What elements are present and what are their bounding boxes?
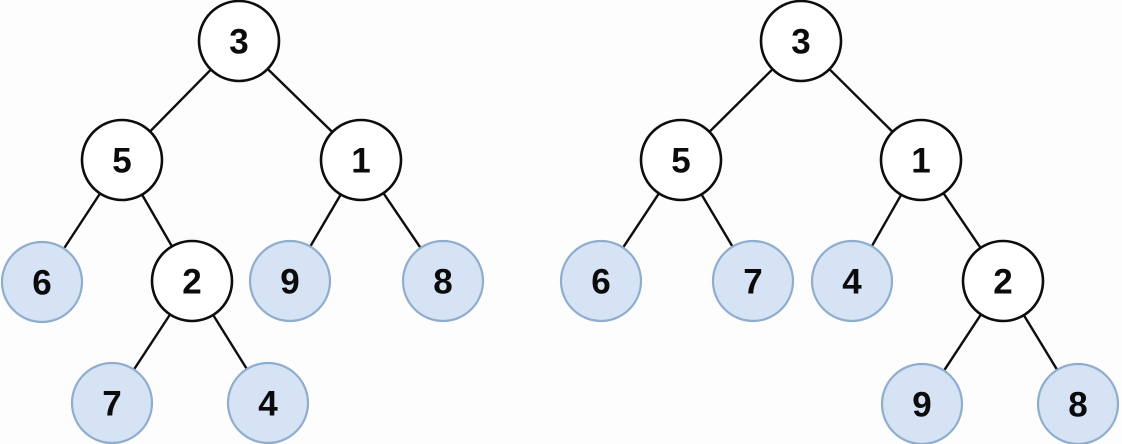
internal-node-circle[interactable]: [197, 0, 281, 83]
leaf-node-circle[interactable]: [1036, 362, 1120, 444]
tree-edge: [265, 67, 335, 134]
tree-edge: [621, 191, 661, 250]
tree-node[interactable]: 3: [197, 0, 281, 83]
node-label: 7: [743, 263, 762, 302]
tree-edge: [132, 312, 172, 372]
tree-edge: [941, 191, 983, 250]
leaf-node-circle[interactable]: [0, 240, 84, 324]
tree-node[interactable]: 1: [319, 118, 403, 202]
leaf-node-circle[interactable]: [880, 362, 964, 444]
tree-edge: [827, 67, 895, 134]
tree-node[interactable]: 9: [880, 362, 964, 444]
tree-node[interactable]: 4: [226, 361, 310, 444]
tree-edge: [699, 192, 735, 249]
node-label: 3: [791, 23, 810, 62]
tree-node[interactable]: 7: [711, 239, 795, 323]
tree-edge: [870, 192, 903, 249]
leaf-node-circle[interactable]: [226, 361, 310, 444]
tree-node[interactable]: 6: [0, 240, 84, 324]
tree-node[interactable]: 2: [961, 239, 1045, 323]
tree-edge: [381, 191, 423, 250]
node-label: 6: [591, 263, 610, 302]
node-label: 7: [102, 385, 121, 424]
leaf-node-circle[interactable]: [810, 239, 894, 323]
tree-node[interactable]: 6: [559, 239, 643, 323]
node-label: 9: [280, 263, 299, 302]
node-label: 8: [433, 263, 452, 302]
tree-node[interactable]: 2: [150, 239, 234, 323]
tree-edge: [942, 312, 983, 373]
tree-node[interactable]: 8: [1036, 362, 1120, 444]
edges-layer: [62, 67, 1059, 373]
node-label: 4: [842, 263, 862, 302]
internal-node-circle[interactable]: [879, 118, 963, 202]
tree-node[interactable]: 8: [401, 239, 485, 323]
node-label: 1: [911, 142, 930, 181]
node-label: 8: [1068, 386, 1087, 425]
node-label: 9: [912, 386, 931, 425]
node-label: 2: [182, 263, 201, 302]
tree-node[interactable]: 9: [248, 239, 332, 323]
internal-node-circle[interactable]: [759, 0, 843, 83]
leaf-node-circle[interactable]: [70, 361, 154, 444]
internal-node-circle[interactable]: [639, 118, 723, 202]
leaf-node-circle[interactable]: [711, 239, 795, 323]
leaf-node-circle[interactable]: [401, 239, 485, 323]
tree-edge: [140, 192, 174, 249]
internal-node-circle[interactable]: [150, 239, 234, 323]
tree-edge: [211, 312, 249, 372]
tree-node[interactable]: 7: [70, 361, 154, 444]
left-tree-nodes: 3 5 1 6 2 9 8 7 4: [0, 0, 485, 444]
tree-node[interactable]: 5: [639, 118, 723, 202]
node-label: 4: [258, 385, 278, 424]
tree-node[interactable]: 4: [810, 239, 894, 323]
node-label: 1: [351, 142, 370, 181]
tree-edge: [62, 191, 102, 251]
node-label: 6: [32, 264, 51, 303]
node-label: 5: [671, 142, 690, 181]
leaf-node-circle[interactable]: [559, 239, 643, 323]
tree-edge: [308, 192, 343, 249]
internal-node-circle[interactable]: [80, 118, 164, 202]
internal-node-circle[interactable]: [319, 118, 403, 202]
tree-edge: [148, 67, 213, 134]
tree-node[interactable]: 5: [80, 118, 164, 202]
tree-node[interactable]: 1: [879, 118, 963, 202]
leaf-node-circle[interactable]: [248, 239, 332, 323]
tree-node[interactable]: 3: [759, 0, 843, 83]
tree-edge: [1022, 313, 1059, 372]
node-label: 2: [993, 263, 1012, 302]
right-tree-edges: [621, 67, 1059, 373]
tree-edge: [707, 67, 775, 134]
left-tree-edges: [62, 67, 423, 372]
internal-node-circle[interactable]: [961, 239, 1045, 323]
right-tree-nodes: 3 5 1 6 7 4 2 9 8: [559, 0, 1120, 444]
node-label: 5: [112, 142, 131, 181]
node-label: 3: [229, 23, 248, 62]
